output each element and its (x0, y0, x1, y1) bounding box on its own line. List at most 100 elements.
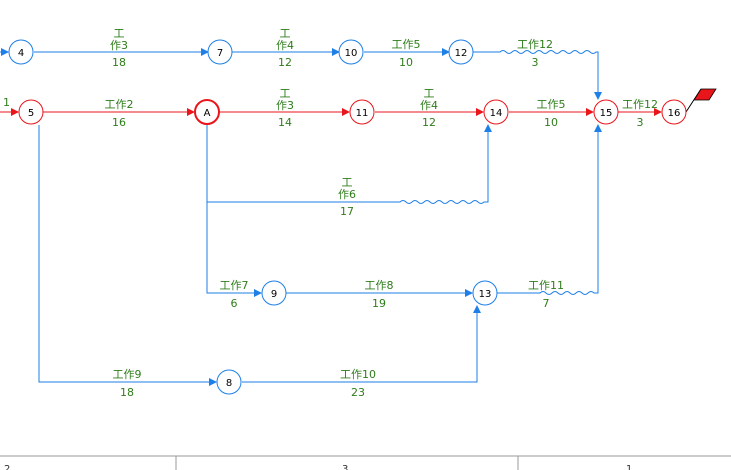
node-8[interactable]: 8 (216, 369, 242, 395)
edge-labels: 工作318工作412工作510工作123工作216工作314工作412工作510… (105, 27, 659, 399)
edge-duration: 12 (422, 116, 436, 129)
node-circle[interactable] (448, 39, 474, 65)
edge-name: 工作7 (220, 279, 249, 292)
node-label: 5 (28, 108, 34, 119)
edge-name: 工 (342, 176, 353, 189)
edge-5-8 (38, 125, 217, 386)
edge-duration: 7 (543, 297, 550, 310)
edge-duration: 3 (637, 116, 644, 129)
node-label: 16 (668, 108, 681, 119)
edge-duration: 10 (399, 56, 413, 69)
edge-label-7-10: 工作4 12 (276, 27, 294, 69)
node-9[interactable]: 9 (261, 280, 287, 306)
edge-label-8-13: 工作10 23 (340, 368, 376, 399)
edge-name: 工作2 (105, 98, 134, 111)
node-label: 8 (226, 378, 232, 389)
node-5[interactable]: 5 (18, 99, 44, 125)
node-label: 12 (455, 48, 468, 59)
edge-name: 作3 (110, 39, 128, 52)
edge-label-A-14: 工作6 17 (338, 176, 356, 218)
edge-label-4-7: 工作3 18 (110, 27, 128, 69)
edge-name: 工 (280, 87, 291, 100)
node-circle[interactable] (8, 39, 34, 65)
ruler-label-1: 2 (4, 464, 10, 470)
node-label: 9 (271, 289, 277, 300)
edge-12-15 (473, 50, 602, 100)
node-circle[interactable] (207, 39, 233, 65)
edge-duration: 18 (120, 386, 134, 399)
edge-label-11-14: 工作4 12 (420, 87, 438, 129)
nodes: 4 7 10 12 5 A 11 14 15 16 9 13 8 (8, 39, 687, 395)
node-12[interactable]: 12 (448, 39, 474, 65)
edge-name: 作3 (276, 99, 294, 112)
node-label: 11 (356, 108, 369, 119)
edge-name: 工作10 (340, 368, 376, 381)
node-16[interactable]: 16 (661, 99, 687, 125)
node-13[interactable]: 13 (472, 280, 498, 306)
edge-13-15 (497, 124, 602, 295)
ruler-label-2: 3 (342, 464, 348, 470)
edge-name: 工作12 (517, 38, 553, 51)
edge-name: 工作5 (392, 38, 421, 51)
node-circle[interactable] (261, 280, 287, 306)
edge-name: 作4 (420, 99, 438, 112)
edge-name: 工 (424, 87, 435, 100)
node-label: 10 (345, 48, 358, 59)
edge-name: 工 (280, 27, 291, 40)
edge-duration: 18 (112, 56, 126, 69)
edge-name: 工 (114, 27, 125, 40)
node-label: 15 (600, 108, 613, 119)
node-circle[interactable] (194, 99, 220, 125)
time-ruler: 2 3 1 (0, 455, 731, 470)
edge-duration: 12 (278, 56, 292, 69)
edge-name: 工作11 (528, 279, 564, 292)
node-label: 7 (217, 48, 223, 59)
edge-stub-label: 1 (3, 96, 10, 109)
edge-8-13 (242, 305, 481, 383)
node-circle[interactable] (661, 99, 687, 125)
edge-name: 工作8 (365, 279, 394, 292)
node-circle[interactable] (18, 99, 44, 125)
edge-duration: 10 (544, 116, 558, 129)
edge-name: 工作12 (622, 98, 658, 111)
node-7[interactable]: 7 (207, 39, 233, 65)
edge-A-9 (206, 202, 262, 297)
node-circle[interactable] (338, 39, 364, 65)
node-circle[interactable] (593, 99, 619, 125)
edge-name: 工作9 (113, 368, 142, 381)
edge-label-15-16: 工作12 3 (622, 98, 658, 129)
edge-duration: 17 (340, 205, 354, 218)
edge-name: 作6 (338, 188, 356, 201)
node-circle[interactable] (349, 99, 375, 125)
edge-duration: 16 (112, 116, 126, 129)
node-circle[interactable] (483, 99, 509, 125)
edge-duration: 6 (231, 297, 238, 310)
edge-duration: 19 (372, 297, 386, 310)
normal-edges (0, 48, 602, 386)
node-15[interactable]: 15 (593, 99, 619, 125)
edge-duration: 14 (278, 116, 292, 129)
node-10[interactable]: 10 (338, 39, 364, 65)
finish-flag-icon (685, 88, 717, 113)
node-label: A (204, 108, 211, 119)
node-4[interactable]: 4 (8, 39, 34, 65)
node-label: 4 (18, 48, 24, 59)
edge-duration: 3 (532, 56, 539, 69)
edge-duration: 23 (351, 386, 365, 399)
edge-label-12-15: 工作12 3 (517, 38, 553, 69)
edge-label-13-15: 工作11 7 (528, 279, 564, 310)
node-11[interactable]: 11 (349, 99, 375, 125)
node-14[interactable]: 14 (483, 99, 509, 125)
edge-name: 作4 (276, 39, 294, 52)
node-label: 13 (479, 289, 492, 300)
node-circle[interactable] (472, 280, 498, 306)
node-circle[interactable] (216, 369, 242, 395)
node-a[interactable]: A (194, 99, 220, 125)
